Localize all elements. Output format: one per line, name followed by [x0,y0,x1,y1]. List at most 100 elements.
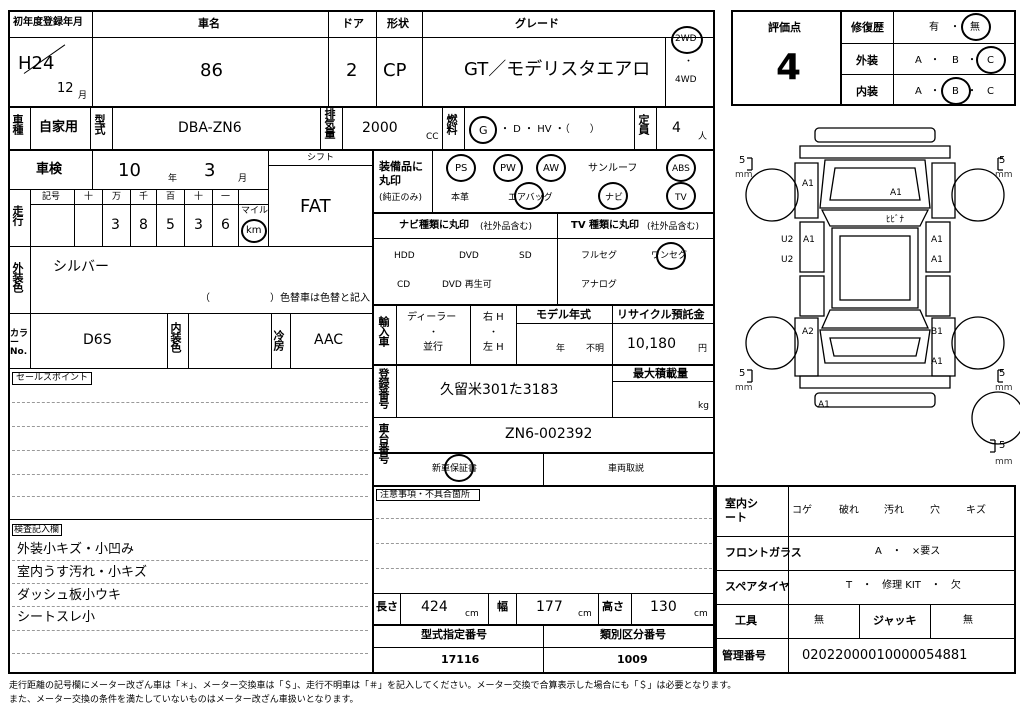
damage-mark-10: B1 [931,327,943,337]
car-name: 86 [200,60,223,81]
navi-circle [598,182,628,210]
km-label: km [246,225,262,236]
fuel-g-circle [469,116,497,144]
tv-fullseg: フルセグ [581,251,618,261]
tools-value: 無 [814,615,824,626]
tools-label: 工具 [735,614,757,627]
navi-dvd: DVD [459,251,479,261]
shift-value: FAT [300,196,331,217]
equipment-sub: (純正のみ) [379,193,423,203]
navi-type-sub: (社外品含む) [480,222,533,232]
import-right-h: 右 H [483,312,504,323]
mileage-digit-3: 5 [166,217,175,233]
import-dealer: ディーラー [407,312,457,323]
ext-a: A [915,55,922,66]
diagram-five-spare: 5 [999,440,1006,451]
repair-no-circle [961,13,991,41]
type-no-value: 17116 [441,653,480,666]
class-no-value: 1009 [617,653,648,666]
cc-unit: CC [426,132,439,142]
first-reg-year: H24 [18,53,55,74]
usage-value: 自家用 [39,120,79,135]
type-no-label: 型式指定番号 [421,628,487,641]
inspection-label: 車検 [36,162,63,177]
grade-label: グレード [515,17,559,30]
control-value: 02022000010000054881 [802,648,968,663]
equip-aw: AW [543,163,560,174]
damage-mark-11: A1 [931,357,943,367]
equip-leather: 本革 [451,193,470,203]
interior-sheet-label: 室内シート [725,497,758,524]
mileage-unit-2: 千 [139,192,149,202]
equip-pw: PW [500,163,516,174]
max-load-label: 最大積載量 [633,367,688,380]
mileage-unit-0: 十 [84,192,94,202]
main-form-border [8,10,715,674]
equip-abs: ABS [672,164,690,174]
color-code-label: カラーNo. [10,329,29,357]
class-no-label: 類別区分番号 [600,628,666,641]
inspection-year: 10 [118,160,141,181]
equip-ps: PS [455,163,468,174]
aw-circle [536,154,566,182]
chassis-value: ZN6-002392 [505,426,593,442]
ext-c: C [987,55,994,66]
ext-dot2: ・ [967,55,977,66]
capacity-label: 定員 [637,114,650,134]
windshield-label: フロントガラス [725,546,802,559]
diagram-mm-bl: mm [735,383,753,393]
damage-mark-2: A1 [890,188,902,198]
oneseg-circle [656,242,686,270]
inspection-month-unit: 月 [238,174,248,184]
length-unit: cm [465,609,479,619]
damage-mark-9: A2 [802,327,814,337]
car-name-label: 車名 [198,17,220,30]
max-load-kg: kg [698,401,709,411]
pw-circle [493,154,523,182]
drive-2wd: 2WD [675,34,697,44]
import-left-h: 左 H [483,342,504,353]
damage-mark-7: U2 [781,255,794,265]
exterior-label: 外装 [856,54,878,67]
diagram-mm-spare: mm [995,457,1013,467]
tv-oneseg: ワンセグ [651,251,688,261]
doors-label: ドア [342,17,364,30]
shift-label: シフト [307,153,335,163]
ext-c-circle [976,46,1006,74]
exterior-color-value: シルバー [53,259,109,275]
registration-value: 久留米301た3183 [440,382,559,398]
footer-line-2: また、メーター交換の条件を満たしていないものはメーター改ざん車扱いとなります。 [9,695,359,705]
model-year-unit: 年 [556,344,566,354]
import-parallel: 並行 [423,342,443,353]
damage-mark-4: U2 [781,235,794,245]
recycle-label: リサイクル預託金 [617,308,705,321]
shape-value: CP [383,60,407,81]
damage-mark-1: A1 [802,179,814,189]
model-label: 型式 [93,114,106,134]
mileage-digit-4: 3 [194,217,203,233]
new-car-warranty: 新車保証書 [432,464,478,474]
abs-circle [666,154,696,182]
first-reg-month-unit: 月 [78,91,88,101]
condition-table [715,485,1016,674]
repair-yes: 有 [929,22,939,33]
recycle-value: 10,180 [627,336,676,352]
usage-label: 車種 [11,114,24,134]
car-diagram [745,127,1020,453]
inspection-notes-label: 検査記入欄 [14,525,60,535]
sheet-hole: 穴 [930,505,940,516]
import-label: 輸入車 [377,316,390,346]
recycle-yen: 円 [698,344,708,354]
equip-sunroof: サンルーフ [588,163,638,174]
inspection-month: 3 [204,160,216,181]
vehicle-manual: 車両取説 [608,464,645,474]
grade-value: GT／モデリスタエアロ [464,59,651,80]
int-dot2: ・ [967,86,977,97]
diagram-five-bl: 5 [739,368,746,379]
score-label: 評価点 [768,21,801,34]
width-value: 177 [536,599,563,615]
control-label: 管理番号 [722,649,766,662]
fuel-label: 燃料 [445,114,458,134]
capacity-value: 4 [672,120,681,136]
int-c: C [987,86,994,97]
